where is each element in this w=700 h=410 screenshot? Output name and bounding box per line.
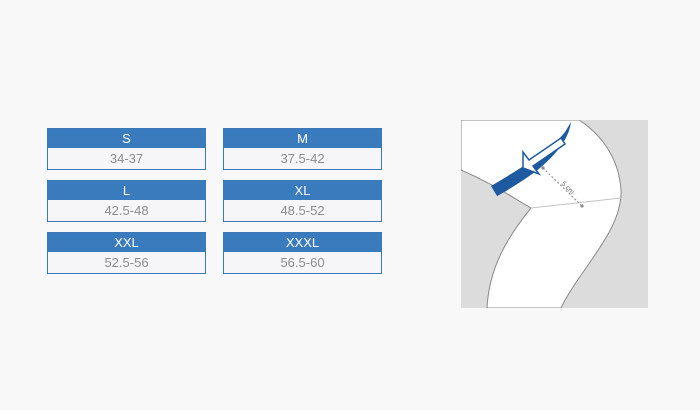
size-range: 42.5-48	[48, 200, 205, 221]
size-range: 37.5-42	[224, 148, 381, 169]
size-label: XXXL	[224, 233, 381, 252]
size-label: XL	[224, 181, 381, 200]
size-label: XXL	[48, 233, 205, 252]
measure-end-dot	[580, 204, 584, 208]
size-card-xxxl: XXXL 56.5-60	[223, 232, 382, 274]
size-card-xl: XL 48.5-52	[223, 180, 382, 222]
size-range: 52.5-56	[48, 252, 205, 273]
arrow-icon	[522, 136, 567, 176]
measurement-illustration: 5 cm	[461, 120, 648, 308]
size-card-l: L 42.5-48	[47, 180, 206, 222]
measure-band	[491, 122, 571, 196]
size-range: 34-37	[48, 148, 205, 169]
size-card-m: M 37.5-42	[223, 128, 382, 170]
knee-measure-diagram: 5 cm	[461, 120, 648, 308]
size-range: 48.5-52	[224, 200, 381, 221]
measure-start-dot	[541, 166, 545, 170]
leg-silhouette	[461, 120, 622, 308]
size-card-xxl: XXL 52.5-56	[47, 232, 206, 274]
measure-line	[542, 167, 583, 207]
size-range: 56.5-60	[224, 252, 381, 273]
size-card-s: S 34-37	[47, 128, 206, 170]
knee-crease-line	[530, 197, 622, 209]
size-label: L	[48, 181, 205, 200]
size-label: M	[224, 129, 381, 148]
size-label: S	[48, 129, 205, 148]
